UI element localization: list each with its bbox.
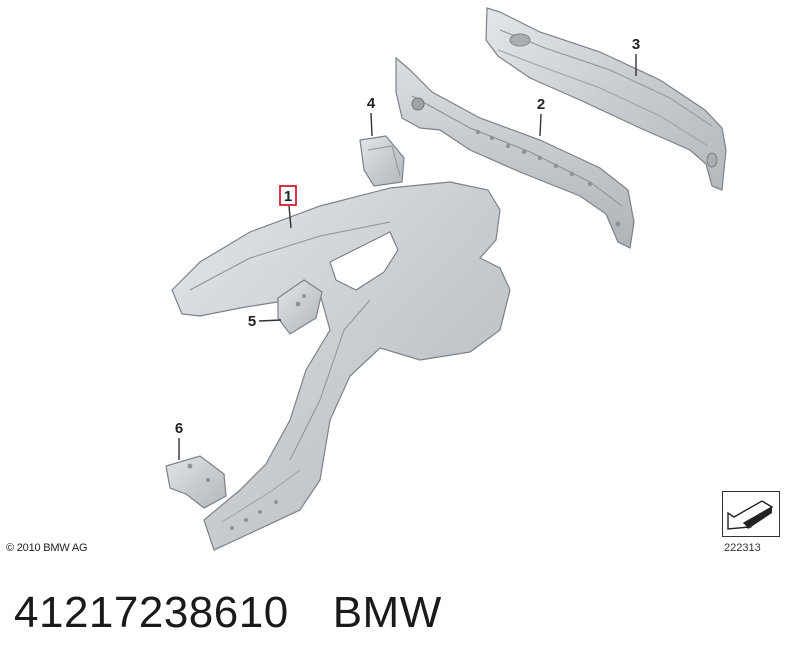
callout-5[interactable]: 5	[248, 313, 282, 330]
copyright-text: © 2010 BMW AG	[6, 542, 88, 554]
part-4-bracket[interactable]	[359, 135, 405, 187]
callout-2-label: 2	[537, 96, 545, 113]
footer: 41217238610 BMW	[14, 588, 442, 638]
part-6-bracket[interactable]	[165, 455, 227, 509]
part-3-cross-member[interactable]	[485, 7, 727, 191]
reference-arrow-icon	[722, 491, 780, 537]
callout-6-label: 6	[175, 420, 183, 437]
reference-number: 222313	[724, 542, 761, 554]
callout-4[interactable]: 4	[367, 95, 376, 137]
callout-6[interactable]: 6	[175, 420, 183, 460]
callout-5-label: 5	[248, 313, 256, 330]
part-1-side-panel[interactable]	[171, 181, 511, 551]
part-2-cross-member[interactable]	[395, 56, 635, 249]
brand-name: BMW	[332, 588, 442, 637]
callout-1-label: 1	[284, 188, 292, 205]
callout-2[interactable]: 2	[537, 96, 545, 137]
parts-diagram: 1 2 3 4 5 6	[165, 7, 727, 551]
callout-4-label: 4	[367, 95, 376, 112]
part-number: 41217238610	[14, 588, 289, 637]
callout-3-label: 3	[632, 36, 640, 53]
part-5-bracket[interactable]	[277, 279, 323, 335]
callout-1[interactable]: 1	[279, 185, 297, 229]
callout-3[interactable]: 3	[632, 36, 640, 76]
